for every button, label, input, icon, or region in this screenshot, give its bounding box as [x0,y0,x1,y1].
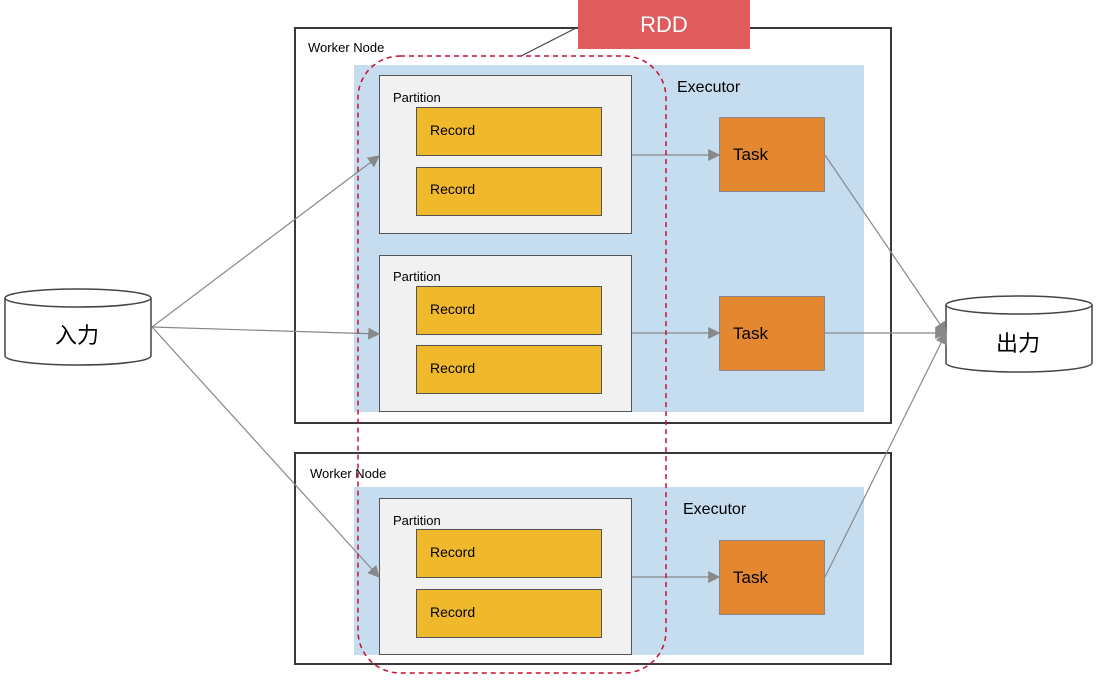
arrow-task-1-to-output [824,154,947,334]
rdd-connector-line [520,26,579,57]
executor-1-label: Executor [677,79,741,96]
output-label: 出力 [996,331,1041,356]
partition-1-label: Partition [393,90,441,105]
input-cylinder [4,288,152,366]
rdd-label-box: RDD [578,0,750,49]
worker-node-2-label: Worker Node [310,466,387,481]
task-2-label: Task [733,324,768,343]
executor-2-label: Executor [683,501,747,518]
record-3-2-label: Record [430,604,476,620]
record-3-2 [416,589,602,638]
task-3 [719,540,825,615]
task-3-label: Task [733,568,768,587]
rdd-label: RDD [640,11,688,37]
record-1-2 [416,167,602,216]
input-label: 入力 [55,323,100,348]
record-3-1-label: Record [430,544,476,560]
task-1 [719,117,825,192]
record-1-1-label: Record [430,122,476,138]
record-2-2-label: Record [430,360,476,376]
arrow-input-to-partition-3 [151,326,380,578]
record-1-2-label: Record [430,181,476,197]
record-3-1 [416,529,602,578]
output-cylinder [945,295,1093,373]
rdd-outline [357,55,667,674]
arrow-input-to-partition-2 [151,326,381,340]
partition-2-label: Partition [393,269,441,284]
record-1-1 [416,107,602,156]
record-2-1 [416,286,602,335]
arrow-input-to-partition-1 [151,155,380,328]
record-2-1-label: Record [430,301,476,317]
partition-3-label: Partition [393,513,441,528]
record-2-2 [416,345,602,394]
task-2 [719,296,825,371]
task-1-label: Task [733,145,768,164]
arrow-task-3-to-output [824,331,947,578]
worker-node-1-label: Worker Node [308,40,385,55]
